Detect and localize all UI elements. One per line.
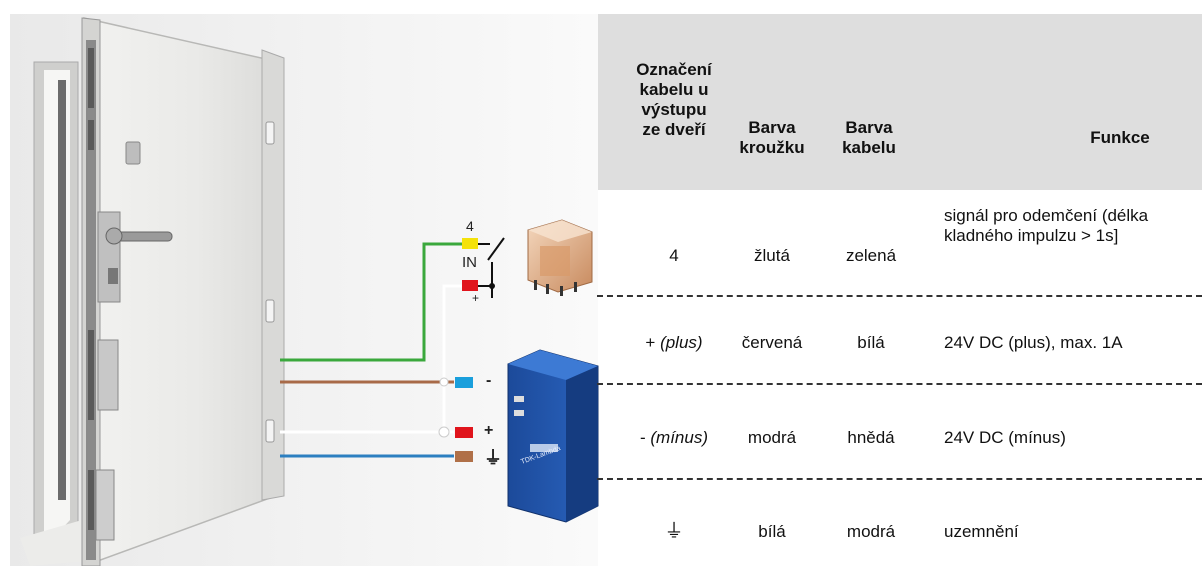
psu-minus-label: - bbox=[486, 372, 492, 389]
row4-ring: bílá bbox=[758, 522, 786, 541]
ring-red-relay bbox=[462, 280, 478, 291]
psu-plus-label: + bbox=[484, 422, 494, 439]
row3-code: - (mínus) bbox=[639, 428, 708, 447]
row-divider-3 bbox=[597, 478, 1202, 480]
row-divider-2 bbox=[597, 383, 1202, 385]
header-ring-color: Barva kroužku bbox=[739, 118, 805, 157]
row1-cable: zelená bbox=[845, 246, 897, 265]
wires bbox=[280, 242, 464, 458]
door bbox=[20, 17, 285, 568]
row4-cable: modrá bbox=[846, 522, 896, 541]
row-divider-1 bbox=[597, 295, 1202, 297]
power-supply-illustration bbox=[507, 349, 599, 523]
header-function: Funkce bbox=[1090, 128, 1150, 147]
relay-illustration bbox=[527, 219, 593, 296]
ring-red-psu bbox=[455, 427, 473, 438]
table-header-background bbox=[598, 14, 1202, 190]
ring-blue-psu bbox=[455, 377, 473, 388]
row1-code: 4 bbox=[669, 246, 679, 265]
row2-ring: červená bbox=[741, 333, 803, 352]
header-cable-code: Označení kabelu u výstupu ze dveří bbox=[636, 60, 712, 139]
relay-plus-label: + bbox=[472, 291, 480, 305]
row1-function: signál pro odemčení (délka kladného impu… bbox=[944, 206, 1149, 245]
row4-function: uzemnění bbox=[944, 522, 1019, 541]
header-cable-color: Barva kabelu bbox=[842, 118, 896, 157]
row4-code: ⏚ bbox=[664, 521, 684, 542]
psu-ground-label: ⏚ bbox=[484, 448, 502, 468]
row1-ring: žlutá bbox=[754, 246, 790, 265]
relay-in-label: IN bbox=[462, 254, 477, 271]
row2-code: + (plus) bbox=[645, 333, 703, 352]
ring-brown-psu bbox=[455, 451, 473, 462]
relay-pin-label: 4 bbox=[466, 218, 474, 234]
green-wire bbox=[280, 242, 464, 362]
ring-yellow bbox=[462, 238, 478, 249]
row2-function: 24V DC (plus), max. 1A bbox=[944, 333, 1123, 352]
row3-cable: hnědá bbox=[847, 428, 895, 447]
row2-cable: bílá bbox=[857, 333, 885, 352]
row3-function: 24V DC (mínus) bbox=[944, 428, 1066, 447]
row3-ring: modrá bbox=[747, 428, 797, 447]
